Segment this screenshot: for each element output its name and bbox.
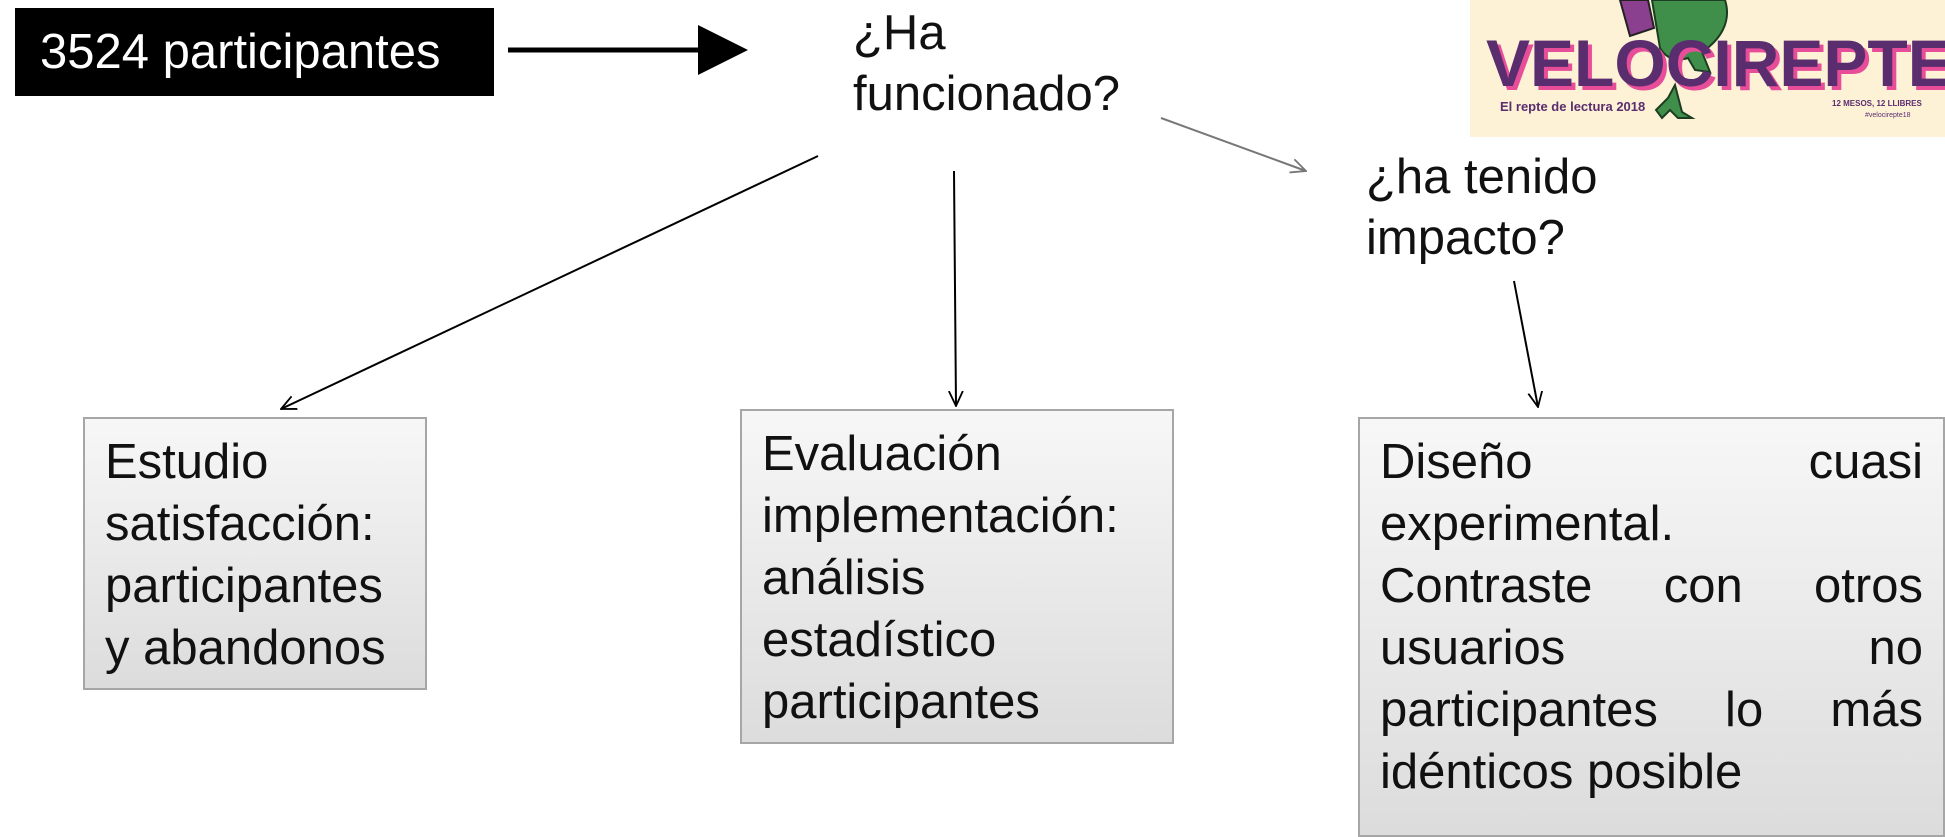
- connector-arrows: [0, 25, 1945, 808]
- question-funcionado: ¿Ha funcionado?: [853, 6, 1121, 121]
- logo-title: VELOCIREPTE VELOCIREPTE: [1486, 26, 1945, 104]
- participants-count-box: 3524 participantes: [15, 8, 494, 96]
- velocirepte-logo: VELOCIREPTE VELOCIREPTE El repte de lect…: [1470, 0, 1945, 137]
- box-cuasi-line2: Contraste con otros usuarios no particip…: [1380, 559, 1923, 799]
- box-diseno-cuasi-experimental: Diseño cuasi experimental. Contraste con…: [1358, 417, 1945, 837]
- logo-title-text: VELOCIREPTE: [1486, 26, 1945, 100]
- arrow-to-cuasi: [1513, 280, 1538, 407]
- velocirepte-logo-graphic: VELOCIREPTE VELOCIREPTE El repte de lect…: [1470, 0, 1945, 137]
- question-impacto: ¿ha tenido impacto?: [1366, 150, 1598, 265]
- logo-hashtag: #velocirepte18: [1865, 112, 1911, 119]
- logo-tagline: 12 MESOS, 12 LLIBRES: [1832, 99, 1922, 108]
- participants-count-label: 3524 participantes: [40, 25, 441, 79]
- box-estudio-satisfaccion: Estudio satisfacción: participantes y ab…: [83, 417, 427, 690]
- box-satisfaccion-text: Estudio satisfacción: participantes y ab…: [105, 435, 386, 675]
- arrow-to-implementacion: [954, 170, 956, 406]
- arrow-to-impacto: [1160, 117, 1306, 171]
- box-evaluacion-implementacion: Evaluación implementación: análisis esta…: [740, 409, 1174, 744]
- logo-title-shadow: VELOCIREPTE: [1490, 30, 1945, 104]
- dinosaur-icon: [1618, 0, 1728, 120]
- logo-subtitle: El repte de lectura 2018: [1500, 99, 1645, 114]
- box-implementacion-text: Evaluación implementación: análisis esta…: [762, 427, 1119, 729]
- box-cuasi-line1: Diseño cuasi experimental.: [1380, 435, 1923, 551]
- arrow-to-satisfaccion: [281, 155, 819, 409]
